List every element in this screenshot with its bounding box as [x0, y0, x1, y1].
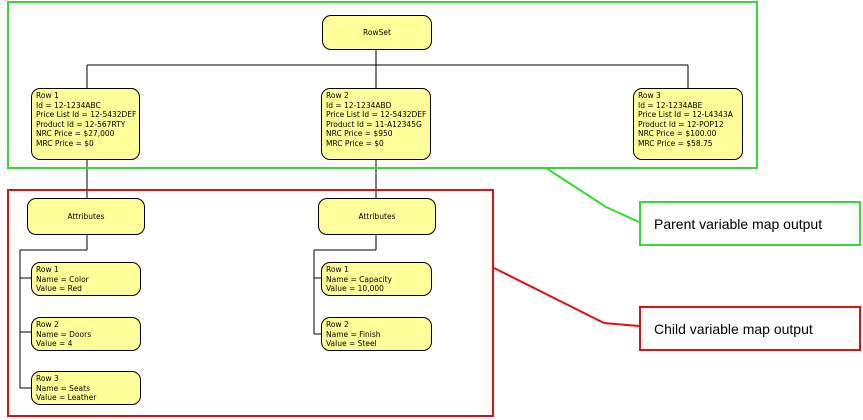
child-row-node[interactable]: Row 1 Name = Capacity Value = 10,000 [321, 262, 432, 296]
row-name: Name = Finish [326, 329, 381, 339]
row-nrc-price: NRC Price = $950 [326, 129, 393, 139]
row-title: Row 2 [326, 91, 349, 100]
child-callout-label: Child variable map output [654, 320, 813, 337]
row-value: Value = 10,000 [326, 284, 384, 294]
row-product-id: Product Id = 12-POP12 [638, 119, 724, 129]
row-title: Row 1 [36, 265, 59, 274]
rowset-node[interactable]: RowSet [322, 15, 432, 50]
child-output-callout: Child variable map output [639, 306, 861, 351]
child-row-node[interactable]: Row 2 Name = Doors Value = 4 [31, 317, 141, 351]
rowset-label: RowSet [363, 27, 391, 37]
parent-row-node-1[interactable]: Row 1 Id = 12-1234ABC Price List Id = 12… [31, 88, 140, 160]
child-row-node[interactable]: Row 3 Name = Seats Value = Leather [31, 371, 141, 405]
child-output-frame [7, 189, 494, 417]
row-title: Row 1 [36, 91, 59, 100]
row-title: Row 1 [326, 265, 349, 274]
row-title: Row 3 [638, 91, 661, 100]
row-price-list-id: Price List Id = 12-L4343A [638, 110, 733, 120]
row-id: Id = 12-1234ABE [638, 100, 703, 110]
row-value: Value = Steel [326, 339, 377, 349]
parent-output-callout: Parent variable map output [639, 201, 861, 246]
parent-row-node-2[interactable]: Row 2 Id = 12-1234ABD Price List Id = 12… [321, 88, 431, 160]
row-title: Row 2 [326, 320, 349, 329]
row-title: Row 3 [36, 374, 59, 383]
child-row-node[interactable]: Row 1 Name = Color Value = Red [31, 262, 141, 296]
row-nrc-price: NRC Price = $27,000 [36, 129, 115, 139]
row-product-id: Product Id = 12-567RTY [36, 119, 126, 129]
row-nrc-price: NRC Price = $100.00 [638, 129, 717, 139]
row-name: Name = Color [36, 274, 89, 284]
parent-output-frame [7, 1, 758, 169]
row-price-list-id: Price List Id = 12-5432DEF [326, 110, 427, 120]
attributes-label: Attributes [67, 211, 105, 221]
attributes-node-2[interactable]: Attributes [318, 198, 436, 235]
child-row-node[interactable]: Row 2 Name = Finish Value = Steel [321, 317, 432, 351]
row-name: Name = Doors [36, 329, 92, 339]
row-value: Value = 4 [36, 339, 73, 349]
row-title: Row 2 [36, 320, 59, 329]
row-id: Id = 12-1234ABD [326, 100, 392, 110]
row-mrc-price: MRC Price = $58.75 [638, 138, 713, 148]
row-name: Name = Capacity [326, 274, 392, 284]
row-price-list-id: Price List Id = 12-5432DEF [36, 110, 137, 120]
row-value: Value = Red [36, 284, 82, 294]
parent-callout-label: Parent variable map output [654, 215, 823, 232]
attributes-label: Attributes [358, 211, 396, 221]
attributes-node-1[interactable]: Attributes [27, 198, 145, 235]
row-name: Name = Seats [36, 383, 90, 393]
row-id: Id = 12-1234ABC [36, 100, 101, 110]
row-mrc-price: MRC Price = $0 [326, 138, 384, 148]
row-value: Value = Leather [36, 393, 97, 403]
parent-row-node-3[interactable]: Row 3 Id = 12-1234ABE Price List Id = 12… [633, 88, 743, 160]
row-mrc-price: MRC Price = $0 [36, 138, 94, 148]
row-product-id: Product Id = 11-A12345G [326, 119, 422, 129]
